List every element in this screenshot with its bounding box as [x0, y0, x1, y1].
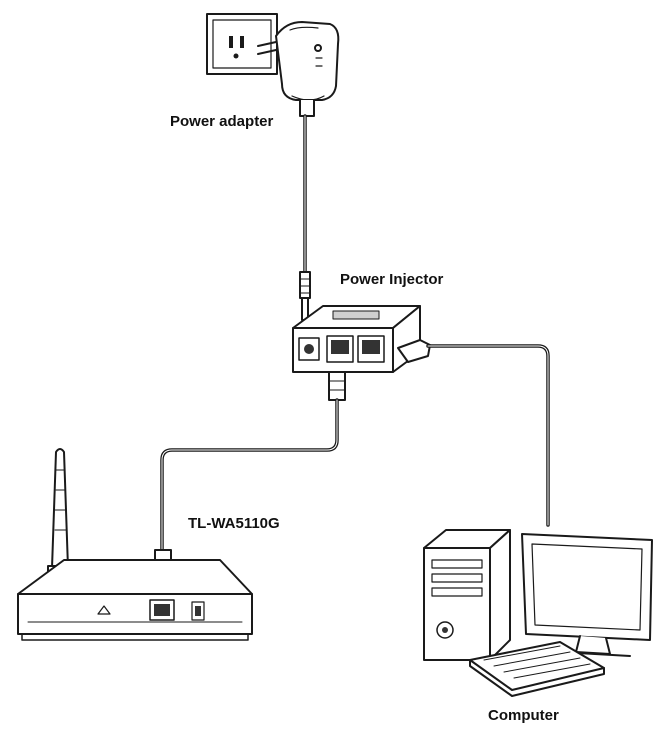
computer-icon	[423, 529, 653, 697]
power-injector-icon	[292, 305, 431, 373]
power-adapter-label: Power adapter	[170, 113, 274, 130]
power-adapter-icon	[257, 21, 340, 117]
ethernet-cable-to-computer	[426, 344, 550, 527]
access-point-label: TL-WA5110G	[188, 515, 280, 532]
ethernet-cable-to-ap	[154, 371, 346, 590]
computer-label: Computer	[488, 707, 559, 724]
access-point-icon	[17, 448, 253, 641]
power-cable	[299, 114, 311, 321]
power-injector-label: Power Injector	[340, 271, 444, 288]
